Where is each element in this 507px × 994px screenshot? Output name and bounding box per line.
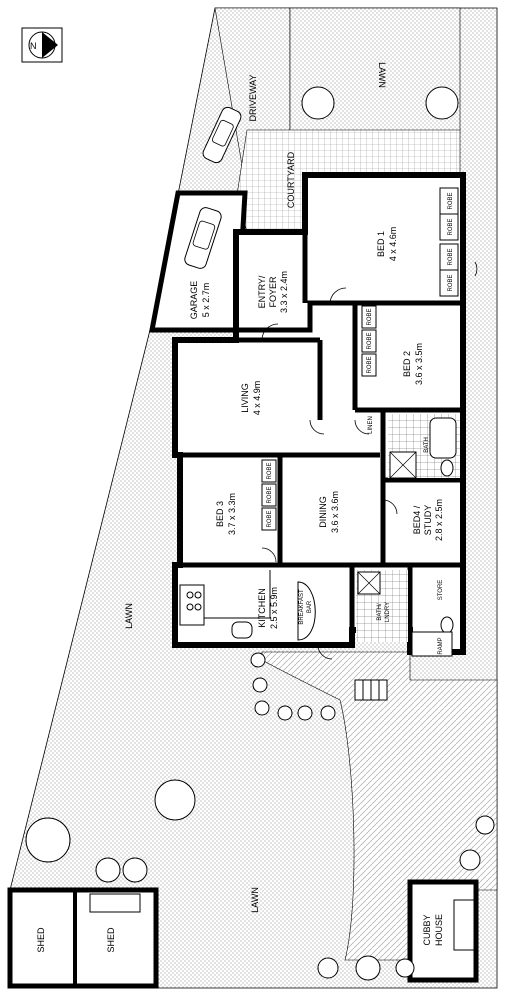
shrub-icon [317, 957, 339, 979]
kitchen-name: KITCHEN [257, 588, 267, 628]
bed1-size: 4 x 4.6m [388, 227, 398, 262]
bed4-size: 2.8 x 2.5m [434, 499, 444, 541]
robe-label: ROBE [448, 192, 454, 209]
living-size: 4 x 4.9m [252, 381, 262, 416]
lawn-top-label: LAWN [377, 62, 387, 88]
bath-lndry-name2: LNDRY [385, 602, 391, 622]
ramp-area [411, 631, 453, 657]
bath-name: BATH [424, 437, 430, 453]
labels: DRIVEWAY LAWN COURTYARD LAWN LAWN GARAGE… [36, 62, 454, 952]
entry-name: ENTRY/ [257, 275, 267, 308]
tree-icon [25, 817, 71, 863]
robe-label: ROBE [367, 332, 373, 349]
store-name: STORE [438, 580, 444, 601]
garage-size: 5 x 2.7m [201, 283, 211, 318]
bath-lndry-name: BATH/ [377, 603, 383, 621]
shrub-icon [320, 705, 336, 721]
robes [261, 187, 459, 531]
car-driveway-icon [202, 106, 242, 164]
cubby-name: CUBBY [422, 914, 432, 945]
shed1-name: SHED [36, 927, 46, 953]
robe-label: ROBE [267, 462, 273, 479]
bed2-size: 3.6 x 3.5m [414, 343, 424, 385]
north-compass-icon: N [21, 27, 63, 63]
lawn-bottom-label: LAWN [250, 887, 260, 913]
lawn-left-label: LAWN [124, 603, 134, 629]
car-garage-icon [184, 207, 222, 269]
dining-size: 3.6 x 3.6m [330, 491, 340, 533]
kitchen-fittings [179, 570, 316, 641]
toilet-1 [440, 459, 454, 477]
bed4-name2: STUDY [423, 505, 433, 536]
cubby-name2: HOUSE [434, 914, 444, 946]
robe-label: ROBE [448, 248, 454, 265]
interior-walls [175, 232, 463, 645]
shrub-icon [395, 958, 415, 978]
bed1-name: BED 1 [376, 231, 386, 257]
bed2-name: BED 2 [402, 351, 412, 377]
shrub-icon [459, 849, 481, 871]
shrub-icon [250, 652, 266, 668]
tree-icon [122, 857, 148, 883]
robe-label: ROBE [267, 486, 273, 503]
driveway-label: DRIVEWAY [248, 74, 258, 121]
bed3-size: 3.7 x 3.3m [227, 493, 237, 535]
robe-label: ROBE [448, 274, 454, 291]
rear-steps [354, 679, 388, 701]
shrub-icon [254, 700, 270, 716]
living-name: LIVING [240, 383, 250, 413]
robe-label: ROBE [367, 356, 373, 373]
doors [261, 261, 478, 660]
tree-icon [301, 86, 335, 120]
breakfast-name: BREAKFAST [299, 589, 305, 625]
robe-label: ROBE [267, 510, 273, 527]
robe-label: ROBE [448, 218, 454, 235]
toilet-2 [440, 616, 454, 634]
robe-label: ROBE [367, 308, 373, 325]
tree-icon [425, 86, 459, 120]
shed2-name: SHED [106, 927, 116, 953]
trees [25, 86, 495, 981]
shrub-icon [252, 677, 268, 693]
courtyard-label: COURTYARD [286, 151, 296, 208]
linen-label: LINEN [368, 416, 374, 434]
bed4-name: BED4 / [412, 505, 422, 534]
shrub-icon [277, 705, 293, 721]
breakfast-name2: BAR [307, 600, 313, 613]
bed3-name: BED 3 [215, 501, 225, 527]
ramp-name: RAMP [438, 637, 444, 654]
dining-name: DINING [318, 496, 328, 528]
kitchen-size: 2.5 x 5.9m [269, 587, 279, 629]
entry-name2: FOYER [268, 276, 278, 308]
shrub-icon [355, 955, 381, 981]
garage-name: GARAGE [189, 281, 199, 320]
tree-icon [154, 779, 196, 821]
entry-size: 3.3 x 2.4m [279, 271, 289, 313]
compass-letter: N [30, 41, 37, 51]
bathtub [429, 417, 457, 459]
shrub-icon [297, 705, 313, 721]
tree-icon [95, 857, 121, 883]
shrub-icon [475, 815, 495, 835]
